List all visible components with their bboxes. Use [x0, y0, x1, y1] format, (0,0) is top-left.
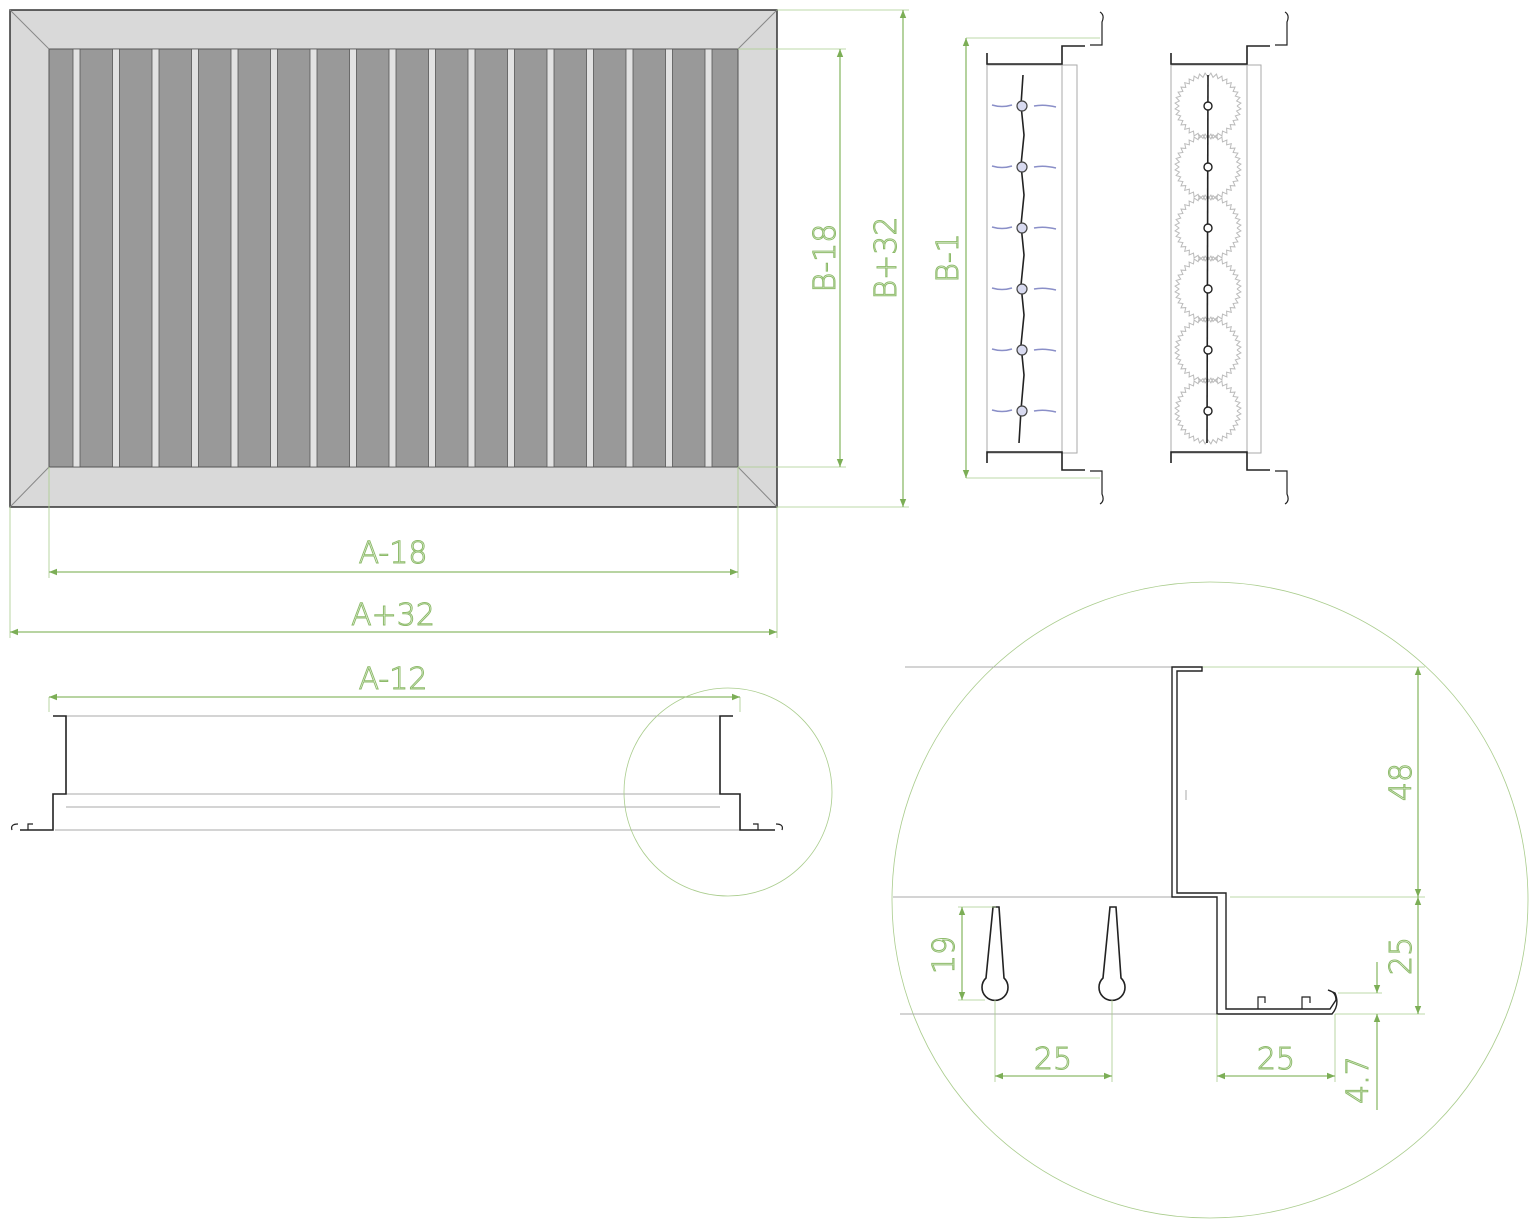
blade-section	[991, 104, 1057, 108]
dimension-b-plus-32: B+32	[777, 9, 909, 508]
gear	[1174, 316, 1242, 384]
dimension-label: B-18	[808, 224, 843, 293]
pivot	[1016, 161, 1028, 173]
blade	[704, 48, 713, 468]
svg-text:25: 25	[1034, 1042, 1072, 1077]
side-view-blades: B-1	[931, 11, 1104, 505]
dimension-48: 48	[1384, 667, 1422, 897]
detail-view: 48 25 19 25 25 4.7	[891, 581, 1529, 1219]
dimension-19: 19	[927, 906, 996, 1001]
blade	[191, 48, 199, 468]
blade	[467, 48, 476, 468]
detail-callout-circle	[623, 687, 833, 897]
svg-text:19: 19	[927, 936, 962, 974]
linkage-bar	[1206, 74, 1209, 444]
svg-text:48: 48	[1384, 763, 1419, 801]
blade-section	[991, 287, 1057, 291]
gear	[1174, 194, 1242, 262]
pivot	[1203, 406, 1213, 416]
blade	[428, 48, 436, 468]
pivot	[1016, 100, 1028, 112]
gear	[1174, 72, 1242, 140]
blade	[586, 48, 594, 468]
dimension-label: A+32	[351, 598, 435, 633]
blade	[230, 48, 239, 468]
blade	[546, 48, 555, 468]
blade	[388, 48, 397, 468]
pivot	[1203, 162, 1213, 172]
blade	[112, 48, 120, 468]
blade	[72, 48, 81, 468]
blade-section	[991, 226, 1057, 230]
blade	[151, 48, 160, 468]
svg-text:4.7: 4.7	[1341, 1056, 1376, 1104]
dimension-b-minus-18: B-18	[738, 48, 846, 468]
pivot	[1016, 344, 1028, 356]
dimension-a-plus-32: A+32	[9, 507, 778, 638]
dimension-25-vertical: 25	[1384, 897, 1422, 1014]
dimension-label: A-18	[359, 536, 428, 571]
blade-section	[991, 348, 1057, 352]
blade-section	[991, 409, 1057, 413]
dimension-25-flange: 25	[1216, 1014, 1336, 1082]
linkage-bar	[1018, 74, 1025, 444]
dimension-label: B+32	[869, 217, 904, 300]
blade	[309, 48, 318, 468]
dimension-label: B-1	[931, 233, 966, 283]
blade-profile	[981, 906, 1126, 1002]
pivot	[1203, 284, 1213, 294]
side-view-gears	[1170, 11, 1289, 505]
blade	[625, 48, 634, 468]
section-view: A-12	[11, 662, 833, 897]
pivot	[1016, 405, 1028, 417]
svg-text:25: 25	[1384, 937, 1419, 975]
pivot	[1016, 222, 1028, 234]
blade	[507, 48, 515, 468]
gear	[1174, 377, 1242, 445]
gear	[1174, 255, 1242, 323]
dimension-4-7: 4.7	[1341, 962, 1381, 1110]
svg-text:25: 25	[1257, 1042, 1295, 1077]
blade	[270, 48, 278, 468]
pivot	[1203, 101, 1213, 111]
front-view-grille	[9, 9, 778, 508]
blade	[665, 48, 673, 468]
dimension-a-minus-18: A-18	[48, 467, 739, 578]
pivot	[1203, 345, 1213, 355]
blade-group	[72, 48, 713, 468]
pivot	[1016, 283, 1028, 295]
dimension-25-pitch: 25	[994, 1000, 1113, 1082]
dimension-label: A-12	[359, 662, 428, 697]
blade-section	[991, 165, 1057, 169]
gear	[1174, 133, 1242, 201]
pivot	[1203, 223, 1213, 233]
blade	[349, 48, 357, 468]
